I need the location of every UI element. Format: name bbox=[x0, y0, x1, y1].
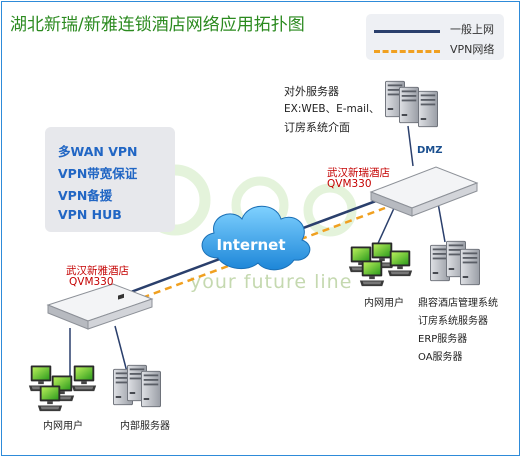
right-router bbox=[369, 166, 479, 217]
legend-label-vpn: VPN网络 bbox=[450, 43, 495, 56]
feature-item: VPN带宽保证 bbox=[58, 166, 138, 181]
right-users-pcs bbox=[348, 242, 413, 287]
left-internal-servers bbox=[113, 364, 161, 408]
right-site-name: 武汉新瑞酒店 bbox=[327, 167, 390, 179]
right-server-label: 鼎容酒店管理系统 bbox=[418, 298, 498, 309]
internet-cloud: Internet bbox=[201, 205, 311, 271]
dmz-link bbox=[407, 125, 414, 167]
feature-item: VPN HUB bbox=[58, 207, 122, 222]
page-title: 湖北新瑞/新雅连锁酒店网络应用拓扑图 bbox=[10, 15, 305, 35]
right-server-label: OA服务器 bbox=[418, 352, 463, 363]
right-server-label: 订房系统服务器 bbox=[418, 316, 488, 327]
left-router bbox=[46, 283, 154, 330]
legend-label-internet: 一般上网 bbox=[450, 23, 494, 36]
legend-dashed-line bbox=[374, 50, 440, 53]
right-servers-link bbox=[437, 202, 446, 243]
feature-item: 多WAN VPN bbox=[58, 144, 138, 159]
legend-solid-line bbox=[374, 30, 440, 33]
left-site-name: 武汉新雅酒店 bbox=[66, 265, 129, 277]
external-servers-title: 对外服务器 bbox=[284, 85, 339, 98]
external-servers bbox=[385, 80, 438, 128]
external-servers-desc-2: 订房系统介面 bbox=[284, 121, 350, 134]
feature-list: 多WAN VPN VPN带宽保证 VPN备援 VPN HUB bbox=[45, 127, 175, 232]
left-users-pcs bbox=[28, 365, 97, 412]
internet-label: Internet bbox=[216, 236, 285, 254]
right-server-label: ERP服务器 bbox=[418, 334, 468, 345]
feature-item: VPN备援 bbox=[58, 188, 113, 203]
right-site-model: QVM330 bbox=[327, 178, 372, 190]
left-users-label: 内网用户 bbox=[43, 421, 83, 432]
left-servers-link bbox=[114, 325, 128, 373]
watermark-text: your future line bbox=[190, 271, 352, 293]
left-servers-label: 内部服务器 bbox=[120, 421, 170, 432]
right-users-label: 内网用户 bbox=[364, 298, 404, 309]
left-site-model: QVM330 bbox=[69, 276, 114, 288]
dmz-label: DMZ bbox=[417, 145, 443, 156]
legend: 一般上网 VPN网络 bbox=[366, 14, 504, 60]
external-servers-desc-1: EX:WEB、E-mail、 bbox=[284, 103, 380, 115]
right-internal-servers bbox=[430, 240, 480, 286]
